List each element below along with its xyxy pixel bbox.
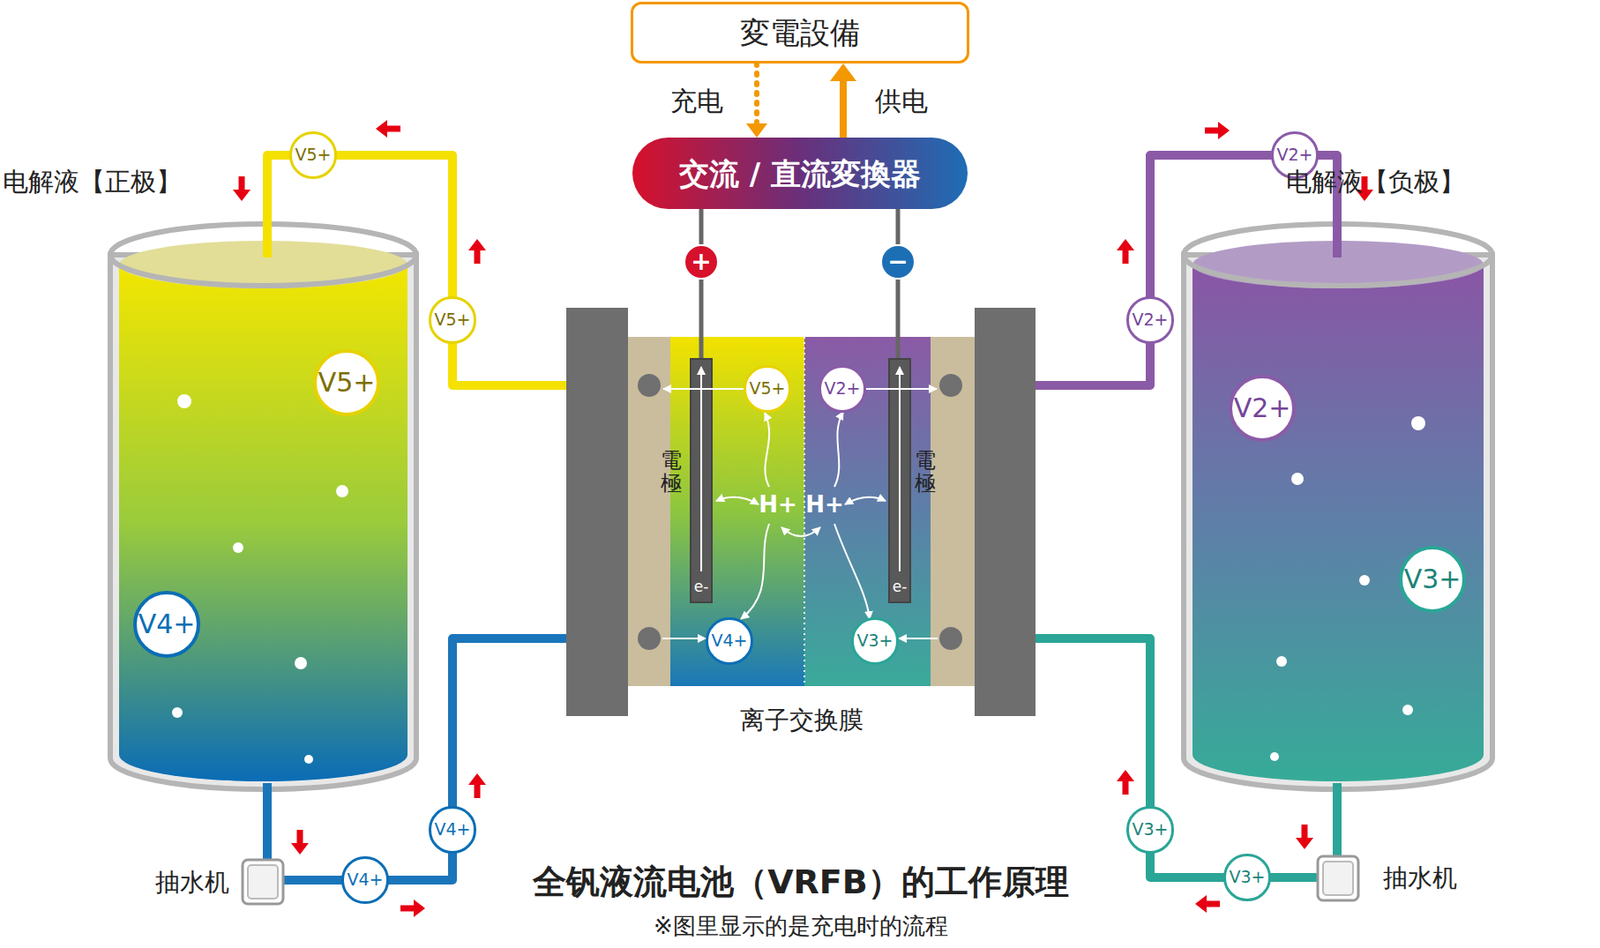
- connector: [701, 209, 703, 245]
- node-text: V2+: [823, 380, 860, 397]
- node-text: V3+: [1228, 868, 1265, 886]
- node-text: V5+: [294, 146, 331, 164]
- ion-label: H+: [758, 493, 798, 516]
- ion-circle: V3+: [1398, 545, 1467, 614]
- positive-tank: 电解液【正极】V5+V4+: [110, 229, 417, 786]
- ion-circle: V3+: [1223, 853, 1271, 901]
- connector: [746, 63, 768, 138]
- electron-label: e-: [694, 579, 710, 595]
- ion-circle: V5+: [313, 349, 382, 418]
- connector: [829, 63, 857, 138]
- node-text: V5+: [433, 311, 471, 329]
- negative-tank: 电解液【负极】V2+V3+: [1183, 229, 1493, 786]
- ion-circle: V5+: [743, 365, 791, 412]
- node-text: V2+: [1131, 311, 1168, 329]
- node-text: 変電設備: [740, 17, 860, 48]
- electrode-label: 電極: [914, 448, 936, 496]
- node-text: 交流 / 直流変換器: [679, 158, 921, 189]
- node-text: V5+: [318, 369, 376, 397]
- node-text: V4+: [433, 821, 471, 838]
- cell-stack: [566, 279, 1036, 717]
- converter-pill: 交流 / 直流変換器: [632, 137, 968, 210]
- diagram-title: 全钒液流电池（VRFB）的工作原理: [532, 865, 1070, 899]
- ion-circle: V4+: [428, 806, 476, 853]
- negative-terminal: −: [880, 244, 916, 280]
- node-text: V3+: [856, 632, 893, 650]
- node-text: V2+: [1233, 395, 1292, 422]
- ion-circle: V2+: [1126, 296, 1174, 344]
- node-text: +: [690, 249, 711, 275]
- ion-circle: V5+: [289, 131, 337, 179]
- connector: [897, 209, 899, 245]
- node-text: V4+: [138, 611, 196, 638]
- pump-label: 抽水机: [155, 870, 230, 896]
- positive-terminal: +: [683, 244, 719, 280]
- pump-label: 抽水机: [1383, 866, 1458, 891]
- node-text: V4+: [346, 871, 383, 889]
- ion-label: H+: [805, 493, 845, 516]
- node-text: −: [887, 249, 908, 275]
- flow-arrows: [662, 366, 938, 639]
- membrane-label: 离子交换膜: [740, 708, 864, 733]
- ion-circle: V2+: [1228, 374, 1297, 443]
- ion-circle: V4+: [705, 617, 753, 665]
- diagram-caption: ※图里显示的是充电时的流程: [653, 914, 949, 938]
- node-text: V5+: [748, 380, 786, 397]
- edge-label: 充电: [670, 88, 724, 115]
- ion-circle: V3+: [851, 617, 898, 665]
- node-text: V2+: [1276, 146, 1313, 164]
- ion-circle: V4+: [341, 856, 389, 904]
- ion-circle: V4+: [133, 590, 202, 659]
- node-text: V3+: [1404, 566, 1462, 593]
- positive-tank-drawing: [110, 224, 417, 790]
- electrode-label: 電極: [660, 448, 682, 496]
- edge-label: 供电: [874, 88, 928, 115]
- pumps: [242, 856, 1359, 905]
- flow-direction-arrows: [232, 119, 1374, 918]
- substation-box: 変電設備: [630, 1, 970, 64]
- negative-tank-drawing: [1183, 224, 1493, 790]
- pipes: [267, 155, 1338, 881]
- tank-heading: 电解液【正极】: [2, 166, 182, 197]
- ion-circle: V5+: [428, 296, 476, 344]
- node-text: V4+: [710, 632, 748, 650]
- ion-circle: V2+: [818, 365, 866, 412]
- tank-heading: 电解液【负极】: [1285, 166, 1466, 197]
- ion-circle: V3+: [1126, 806, 1174, 853]
- electron-label: e-: [892, 579, 908, 595]
- node-text: V3+: [1131, 821, 1168, 838]
